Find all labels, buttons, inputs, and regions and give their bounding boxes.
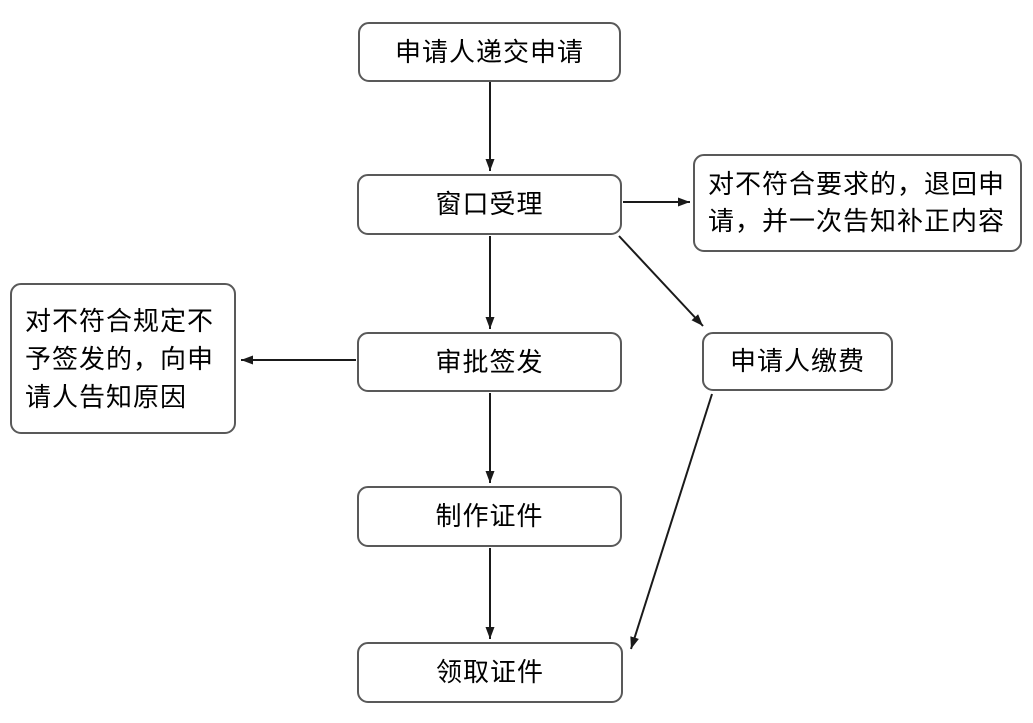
- flow-node-label: 申请人递交申请: [394, 36, 584, 67]
- flow-node-label: 对不符合规定不予签发的，向申请人告知原因: [25, 305, 215, 412]
- flow-node-label: 窗口受理: [435, 189, 544, 219]
- flow-node-denial-reason-notice: 对不符合规定不予签发的，向申请人告知原因: [10, 283, 236, 434]
- flow-node-approval-issuance: 审批签发: [357, 332, 622, 392]
- flow-node-label: 制作证件: [435, 501, 544, 531]
- arrow-pay-to-collect: [630, 393, 713, 650]
- flow-node-label: 对不符合要求的，退回申请，并一次告知补正内容: [708, 169, 1006, 236]
- flow-node-submit-application: 申请人递交申请: [358, 22, 621, 82]
- flow-node-window-acceptance: 窗口受理: [357, 174, 622, 235]
- flow-node-make-certificate: 制作证件: [357, 486, 622, 547]
- flow-node-collect-certificate: 领取证件: [357, 642, 623, 703]
- arrow-accept-to-pay: [618, 235, 704, 327]
- flow-node-return-application-notice: 对不符合要求的，退回申请，并一次告知补正内容: [693, 154, 1022, 252]
- flow-node-label: 领取证件: [435, 657, 544, 687]
- flow-node-applicant-payment: 申请人缴费: [702, 332, 893, 391]
- flow-node-label: 审批签发: [435, 346, 544, 377]
- flow-node-label: 申请人缴费: [729, 346, 865, 376]
